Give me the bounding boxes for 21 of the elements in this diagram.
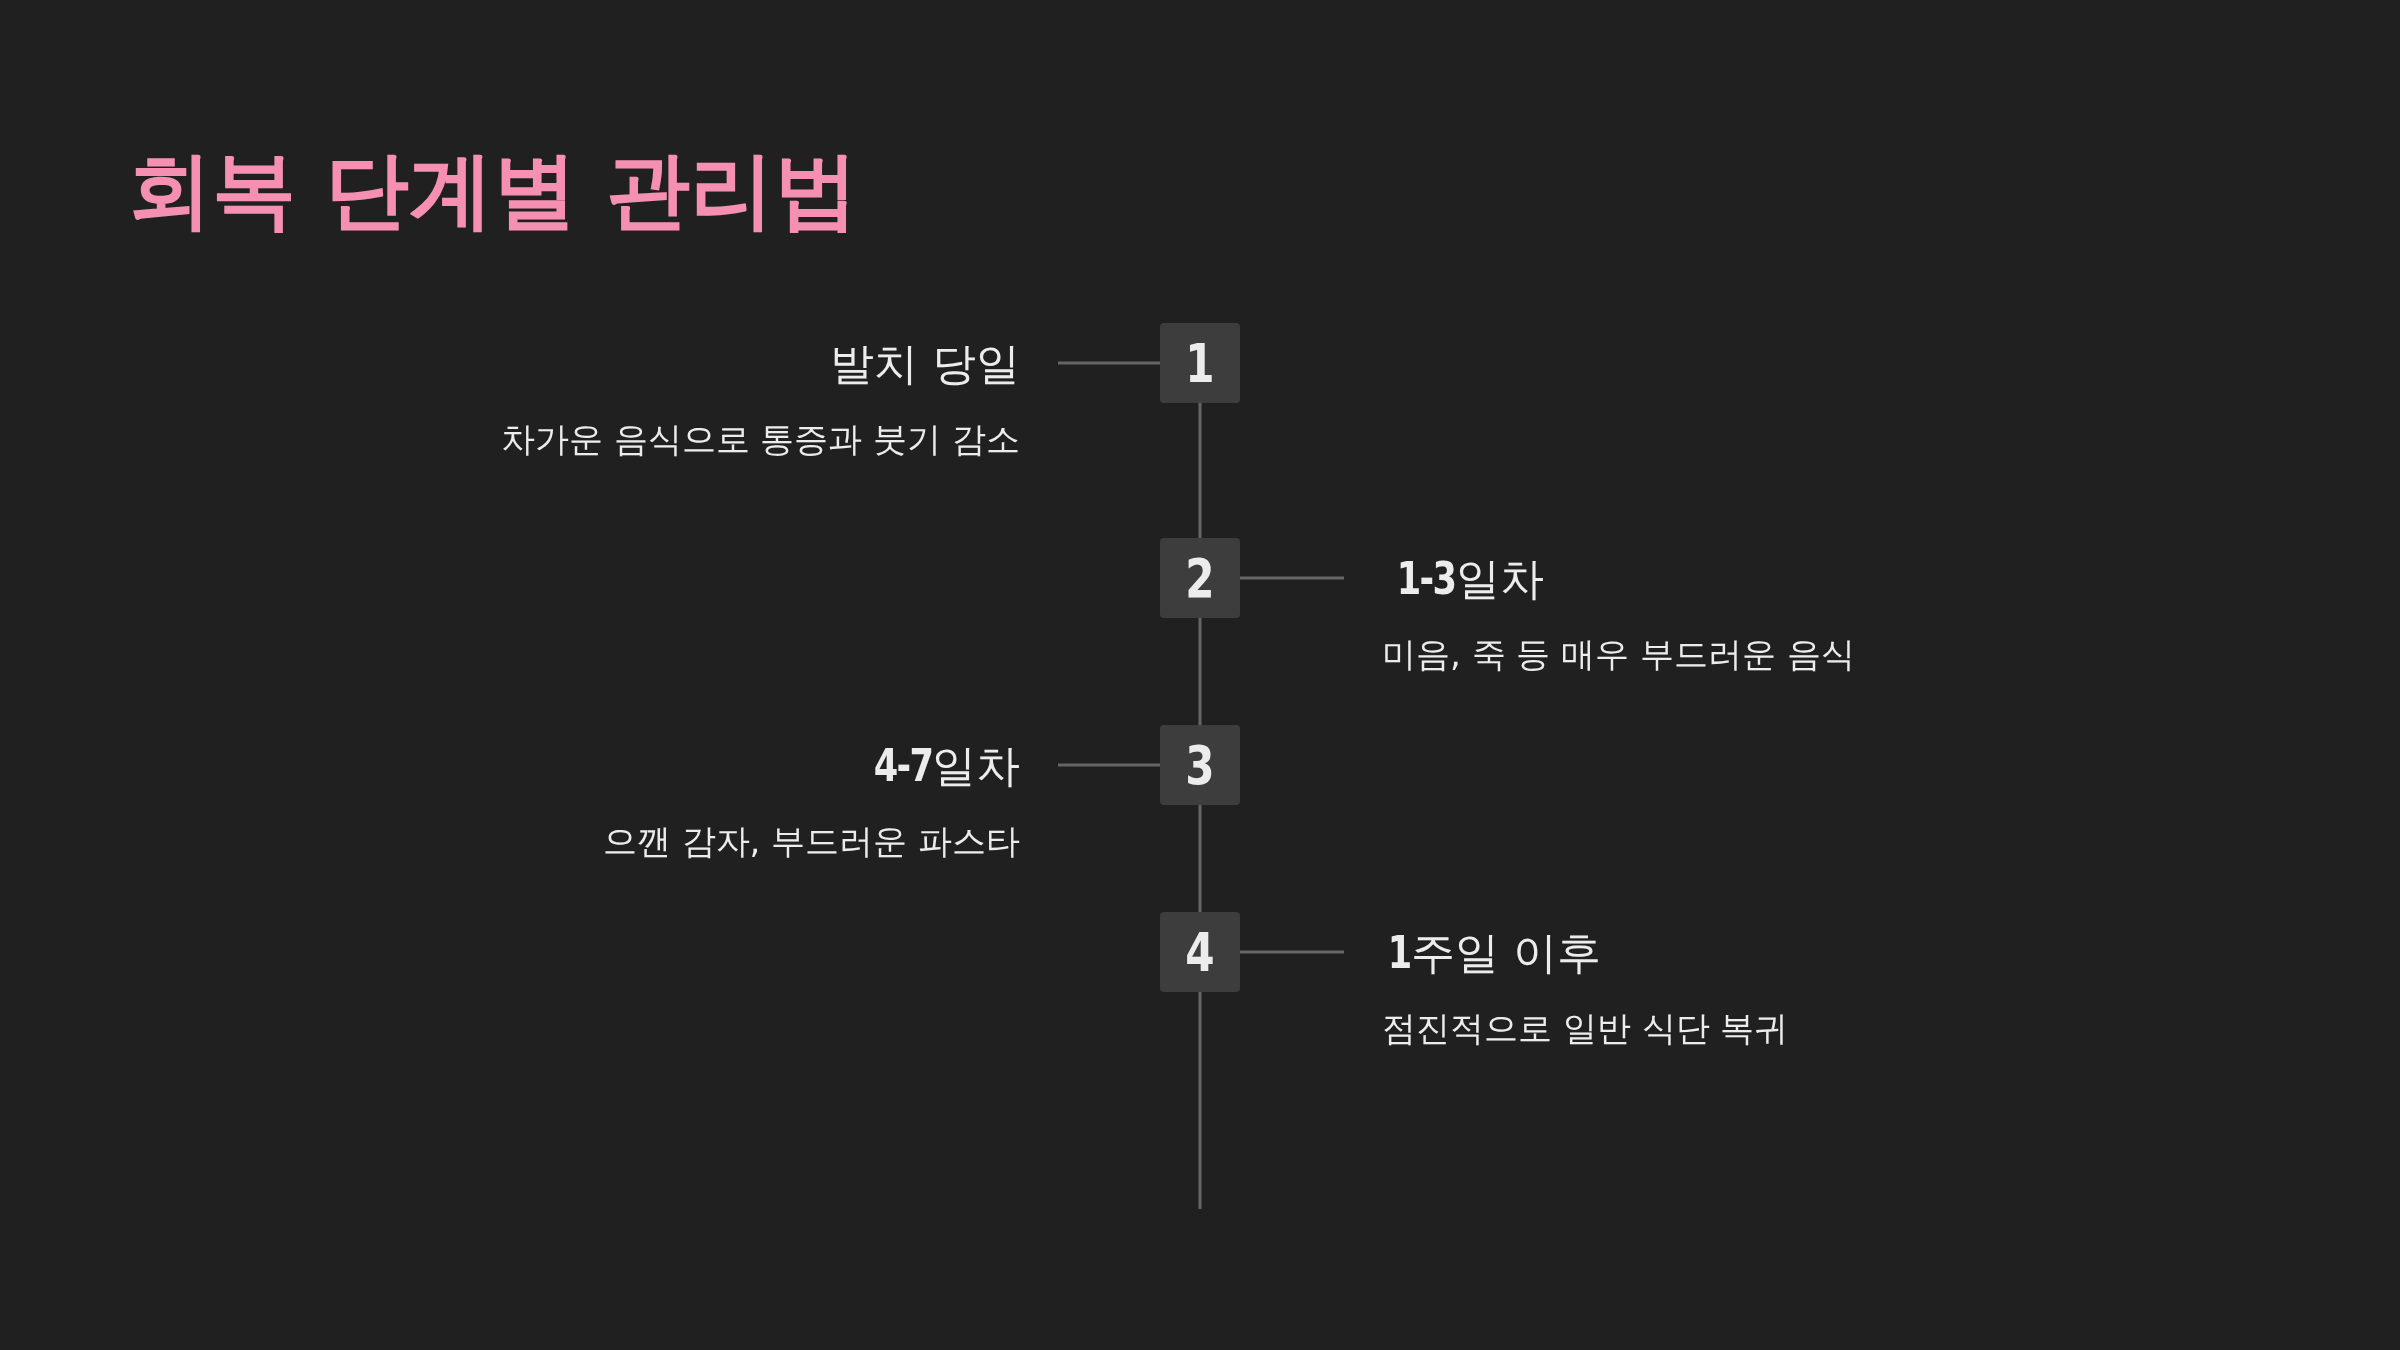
connector-line <box>1198 403 1202 538</box>
step-description: 으깬 감자, 부드러운 파스타 <box>602 819 1020 863</box>
connector-line <box>1240 576 1344 580</box>
step-description: 미음, 죽 등 매우 부드러운 음식 <box>1382 632 1855 676</box>
connector-line <box>1198 805 1202 912</box>
connector-line <box>1240 950 1344 954</box>
title: 회복 단계별 관리법 <box>128 140 859 241</box>
step-number-box: 2 <box>1160 538 1240 618</box>
connector-line <box>1198 992 1202 1209</box>
step-number-box: 3 <box>1160 725 1240 805</box>
step-heading: 1-3일차 <box>1395 551 1545 605</box>
step-number-box: 1 <box>1160 323 1240 403</box>
step-heading: 1주일 이후 <box>1386 925 1602 979</box>
step-heading: 4-7일차 <box>872 738 1020 792</box>
connector-line <box>1198 618 1202 725</box>
connector-line <box>1058 361 1160 365</box>
connector-line <box>1058 763 1160 767</box>
step-heading: 발치 당일 <box>829 336 1020 390</box>
step-number-box: 4 <box>1160 912 1240 992</box>
step-description: 차가운 음식으로 통증과 붓기 감소 <box>500 417 1020 461</box>
step-description: 점진적으로 일반 식단 복귀 <box>1382 1006 1789 1050</box>
